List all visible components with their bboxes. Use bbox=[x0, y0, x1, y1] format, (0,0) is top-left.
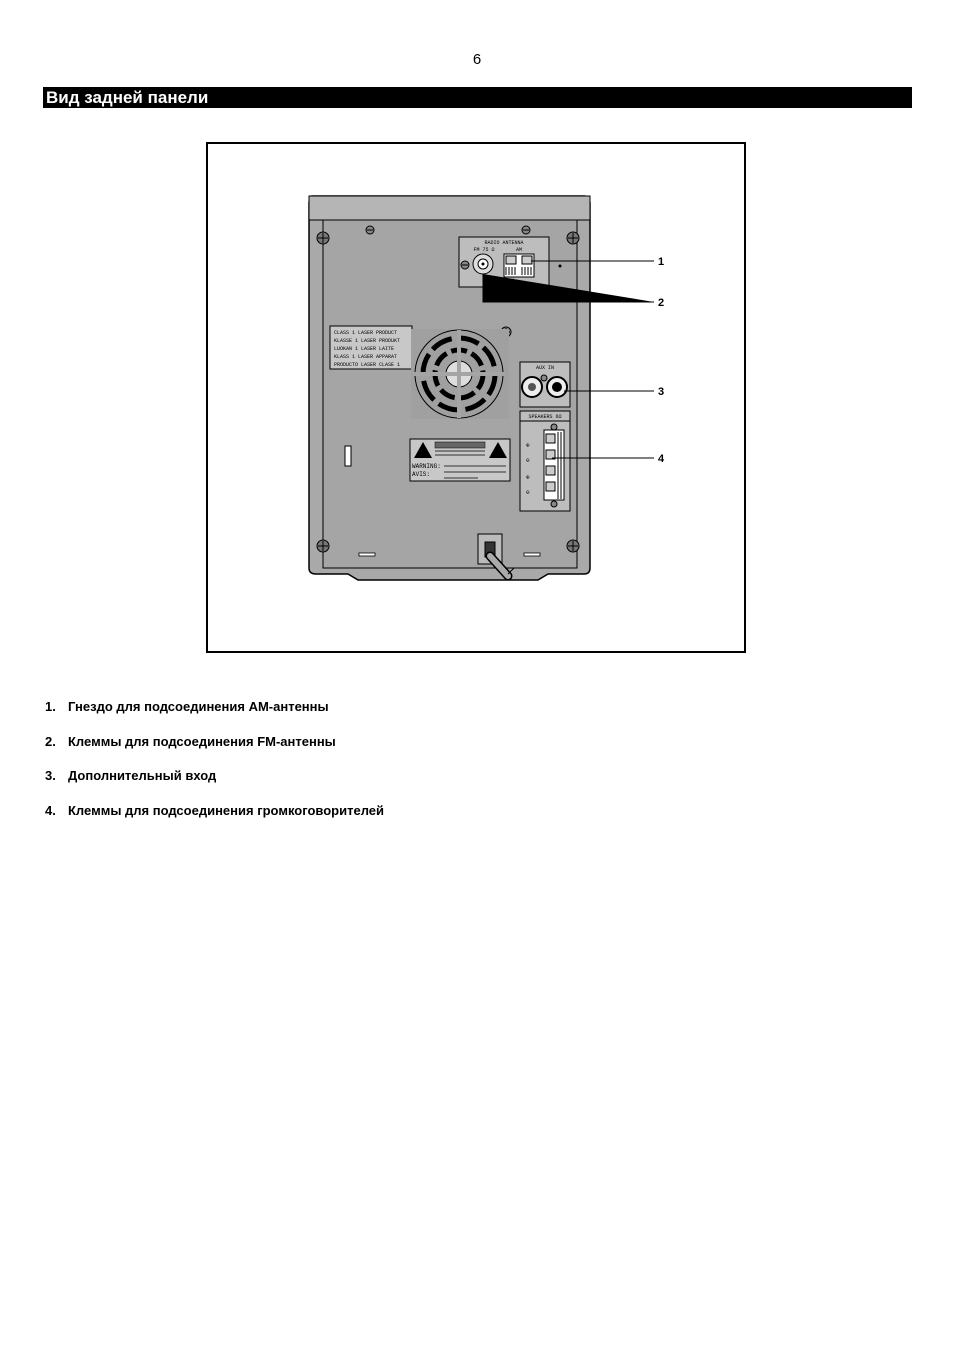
caption-number: 2. bbox=[45, 733, 56, 749]
plus-icon: ⊕ bbox=[526, 474, 530, 481]
caption-text: Клеммы для подсоединения FM-антенны bbox=[68, 733, 336, 749]
callout-number-2: 2 bbox=[658, 297, 664, 309]
laser-label-line: PRODUCTO LASER CLASE 1 bbox=[334, 362, 400, 368]
am-antenna-terminals bbox=[503, 253, 535, 278]
caption-item: 1. Гнездо для подсоединения AM-антенны bbox=[45, 699, 384, 734]
antenna-header-label: RADIO ANTENNA bbox=[484, 240, 523, 246]
callout-line-2 bbox=[482, 274, 654, 303]
caption-number: 1. bbox=[45, 699, 56, 714]
screw-icon bbox=[316, 231, 330, 245]
section-title: Вид задней панели bbox=[43, 87, 912, 108]
caption-item: 4. Клеммы для подсоединения громкоговорит… bbox=[45, 803, 384, 838]
warning-triangle-icon bbox=[489, 442, 507, 458]
screw-icon bbox=[521, 225, 531, 235]
vent-slot bbox=[344, 445, 352, 467]
minus-icon: ⊖ bbox=[526, 457, 530, 464]
warning-triangle-icon bbox=[414, 442, 432, 458]
aux-label: AUX IN bbox=[536, 365, 554, 371]
laser-label-line: LUOKAN 1 LASER LAITE bbox=[334, 346, 394, 352]
caption-item: 2. Клеммы для подсоединения FM-антенны bbox=[45, 734, 384, 769]
page-number: 6 bbox=[472, 51, 482, 68]
caption-text: Клеммы для подсоединения громкоговорител… bbox=[68, 802, 385, 818]
rear-panel-figure: RADIO ANTENNA FM 75 Ω AM ⏚ CLASS 1 LASER… bbox=[206, 142, 746, 653]
minus-icon: ⊖ bbox=[526, 489, 530, 496]
warning-label-line: WARNING: bbox=[412, 463, 441, 470]
caption-text: Дополнительный вход bbox=[68, 768, 217, 783]
caption-number: 3. bbox=[45, 768, 56, 783]
screw-icon bbox=[566, 231, 580, 245]
caption-number: 4. bbox=[45, 802, 56, 818]
speaker-terminals bbox=[543, 423, 565, 508]
screw-icon bbox=[316, 539, 330, 553]
fm-antenna-jack bbox=[472, 253, 494, 275]
laser-label-line: KLASS 1 LASER APPARAT bbox=[334, 354, 397, 360]
aux-left-jack bbox=[521, 376, 543, 398]
laser-product-label bbox=[329, 325, 413, 370]
screw-icon bbox=[365, 225, 375, 235]
foot-mark bbox=[358, 552, 376, 557]
unit-top-band bbox=[308, 195, 591, 221]
speakers-label: SPEAKERS 6Ω bbox=[528, 414, 561, 420]
callout-number-4: 4 bbox=[658, 453, 665, 465]
rear-panel-drawing: RADIO ANTENNA FM 75 Ω AM ⏚ CLASS 1 LASER… bbox=[308, 195, 665, 581]
callout-number-1: 1 bbox=[658, 256, 664, 268]
aux-right-jack bbox=[546, 376, 568, 398]
caption-text: Гнездо для подсоединения AM-антенны bbox=[68, 699, 329, 714]
screw-icon bbox=[566, 539, 580, 553]
am-label: AM bbox=[516, 247, 522, 253]
foot-mark bbox=[523, 552, 541, 557]
laser-label-line: CLASS 1 LASER PRODUCT bbox=[334, 330, 397, 336]
laser-label-line: KLASSE 1 LASER PRODUKT bbox=[334, 338, 400, 344]
callout-number-3: 3 bbox=[658, 386, 664, 398]
fm-label: FM 75 Ω bbox=[473, 247, 494, 253]
caption-list: 1. Гнездо для подсоединения AM-антенны 2.… bbox=[45, 699, 384, 837]
plus-icon: ⊕ bbox=[526, 442, 530, 449]
cooling-fan-grille bbox=[411, 329, 509, 419]
screw-icon bbox=[460, 260, 470, 270]
warning-label-line: AVIS: bbox=[412, 471, 430, 478]
caption-item: 3. Дополнительный вход bbox=[45, 768, 384, 803]
